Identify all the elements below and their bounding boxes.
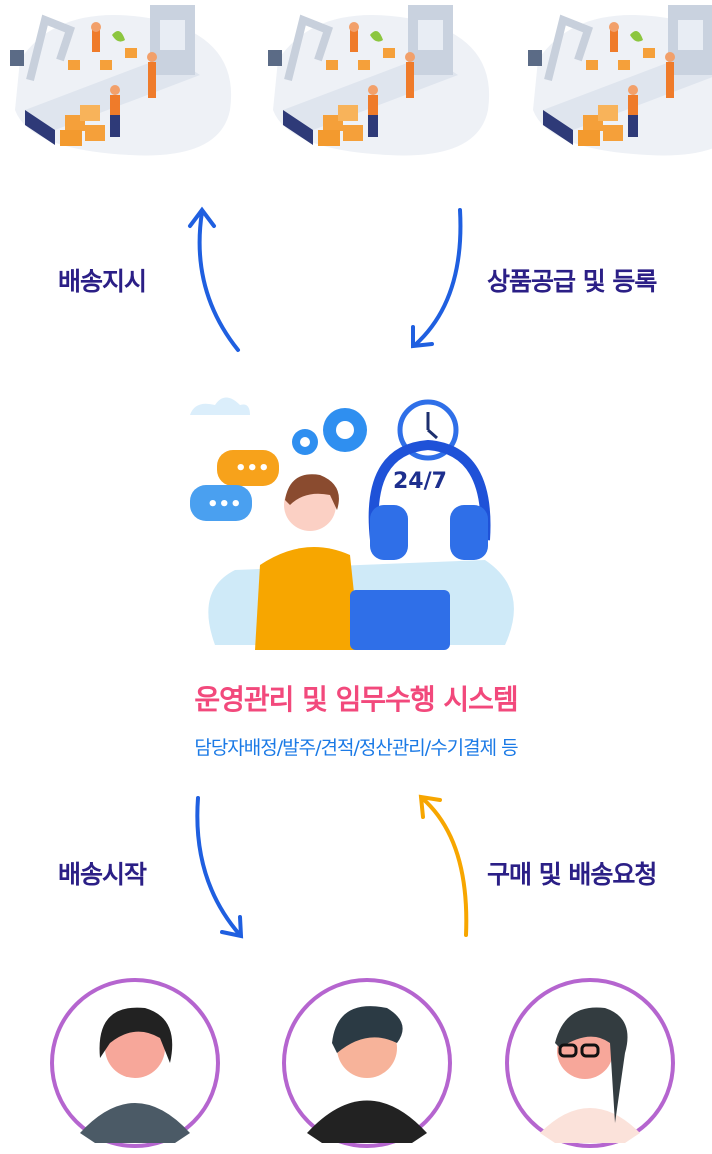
gear-icon <box>292 408 367 455</box>
arrow-down-left <box>195 796 242 937</box>
avatar-customer-2 <box>282 978 452 1148</box>
headset-icon <box>368 439 491 560</box>
badge-24-7: 24/7 <box>393 469 447 494</box>
svg-text:•••: ••• <box>207 494 242 515</box>
speech-bubbles-icon: ••• ••• <box>190 450 279 521</box>
system-subtitle: 담당자배정/발주/견적/정산관리/수기결제 등 <box>194 737 518 759</box>
arrow-up-left <box>197 210 240 352</box>
label-dispatch-order: 배송지시 <box>58 267 147 296</box>
customer-avatars <box>50 978 675 1148</box>
avatar-customer-1 <box>50 978 220 1148</box>
avatar-customer-3 <box>505 978 675 1148</box>
operator-illustration: ••• ••• 24/7 <box>190 397 514 650</box>
label-product-supply: 상품공급 및 등록 <box>487 267 657 296</box>
label-delivery-start: 배송시작 <box>58 860 147 889</box>
agent-figure <box>255 474 450 650</box>
system-title: 운영관리 및 임무수행 시스템 <box>194 683 518 716</box>
svg-text:•••: ••• <box>235 458 270 479</box>
arrow-down-right <box>413 208 463 347</box>
arrow-up-right <box>420 796 469 937</box>
label-purchase-request: 구매 및 배송요청 <box>487 860 657 889</box>
